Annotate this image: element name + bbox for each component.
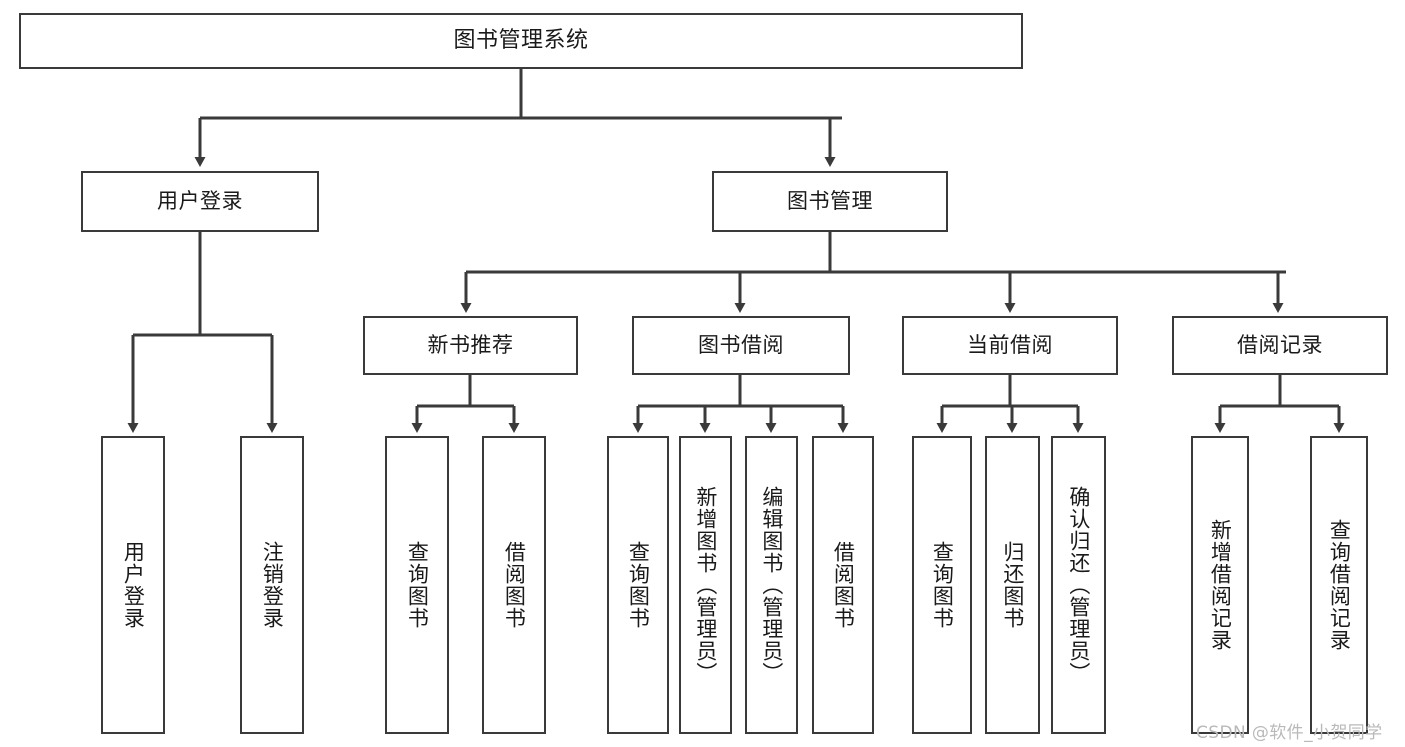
node-leaf-query-book-3[interactable]: 查询图书: [912, 436, 972, 734]
node-leaf-query-book-1-label: 查询图书: [405, 541, 430, 629]
edge-root-to-level1: [194, 69, 842, 167]
node-current-borrow[interactable]: 当前借阅: [902, 316, 1118, 375]
node-leaf-add-record[interactable]: 新增借阅记录: [1191, 436, 1249, 734]
node-leaf-query-book-1[interactable]: 查询图书: [385, 436, 449, 734]
node-leaf-query-book-2[interactable]: 查询图书: [607, 436, 669, 734]
node-new-book-rec[interactable]: 新书推荐: [363, 316, 578, 375]
edge-borrow-record-to-leaves: [1214, 375, 1345, 433]
node-new-book-rec-label: 新书推荐: [427, 333, 514, 358]
node-leaf-confirm-return-label: 确认归还（管理员）: [1066, 486, 1091, 684]
node-leaf-user-login-label: 用户登录: [121, 541, 146, 629]
node-root-label: 图书管理系统: [453, 28, 589, 54]
node-leaf-edit-book[interactable]: 编辑图书（管理员）: [745, 436, 798, 734]
edge-current-borrow-to-leaves: [936, 375, 1084, 433]
node-leaf-add-record-label: 新增借阅记录: [1208, 519, 1233, 651]
node-current-borrow-label: 当前借阅: [967, 333, 1053, 358]
node-leaf-query-book-2-label: 查询图书: [626, 541, 651, 629]
edge-book-manage-to-level2: [460, 232, 1286, 313]
node-book-manage[interactable]: 图书管理: [712, 171, 948, 232]
node-leaf-query-record-label: 查询借阅记录: [1327, 519, 1352, 651]
node-leaf-borrow-book-1[interactable]: 借阅图书: [482, 436, 546, 734]
node-leaf-user-login[interactable]: 用户登录: [101, 436, 165, 734]
node-leaf-add-book[interactable]: 新增图书（管理员）: [679, 436, 732, 734]
node-borrow-record[interactable]: 借阅记录: [1172, 316, 1388, 375]
node-book-borrow-label: 图书借阅: [698, 333, 784, 358]
node-leaf-edit-book-label: 编辑图书（管理员）: [759, 486, 784, 684]
edge-book-borrow-to-leaves: [632, 375, 849, 433]
node-leaf-borrow-book-2-label: 借阅图书: [831, 541, 856, 629]
edge-user-login-to-leaves: [127, 232, 278, 433]
node-leaf-confirm-return[interactable]: 确认归还（管理员）: [1051, 436, 1106, 734]
node-leaf-query-record[interactable]: 查询借阅记录: [1310, 436, 1368, 734]
edge-new-book-rec-to-leaves: [411, 375, 520, 433]
watermark: CSDN @软件_小贺同学: [1196, 723, 1383, 743]
node-root[interactable]: 图书管理系统: [19, 13, 1023, 69]
node-user-login-label: 用户登录: [157, 189, 243, 214]
node-book-borrow[interactable]: 图书借阅: [632, 316, 850, 375]
node-borrow-record-label: 借阅记录: [1237, 333, 1323, 358]
node-user-login[interactable]: 用户登录: [81, 171, 319, 232]
node-leaf-borrow-book-1-label: 借阅图书: [502, 541, 527, 629]
node-leaf-borrow-book-2[interactable]: 借阅图书: [812, 436, 874, 734]
node-leaf-return-book-label: 归还图书: [1000, 541, 1025, 629]
node-leaf-return-book[interactable]: 归还图书: [985, 436, 1040, 734]
node-leaf-user-logout[interactable]: 注销登录: [240, 436, 304, 734]
node-leaf-user-logout-label: 注销登录: [260, 541, 285, 629]
node-leaf-query-book-3-label: 查询图书: [930, 541, 955, 629]
node-leaf-add-book-label: 新增图书（管理员）: [693, 486, 718, 684]
node-book-manage-label: 图书管理: [787, 189, 873, 214]
